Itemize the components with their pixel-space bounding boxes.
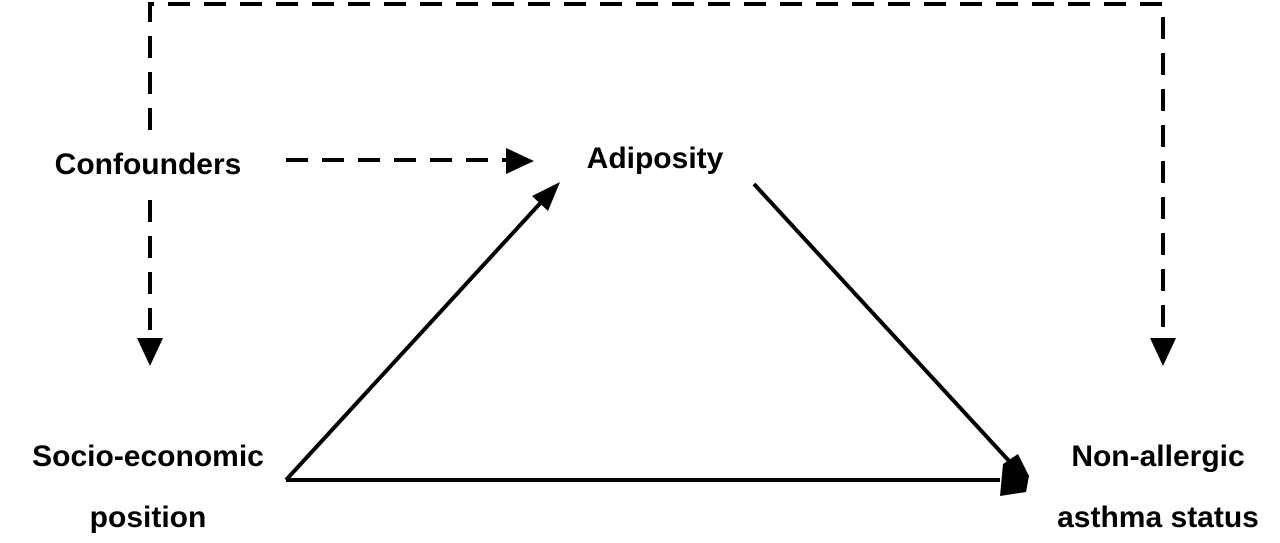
arrowhead-adiposity-solid: [532, 182, 560, 211]
node-asthma-line2: asthma status: [1057, 501, 1259, 534]
edge-adiposity-to-asthma: [752, 182, 1012, 464]
edge-ses-to-asthma: [286, 454, 1029, 496]
node-confounders: Confounders: [55, 148, 242, 181]
edge-confounders-to-asthma: [148, 2, 1176, 366]
node-adiposity: Adiposity: [587, 142, 724, 175]
edge-confounders-to-adiposity: [286, 148, 534, 174]
node-ses-line2: position: [90, 501, 207, 534]
arrowhead-ses-dashed: [137, 338, 163, 366]
node-asthma-line1: Non-allergic: [1071, 440, 1244, 473]
arrowhead-adiposity-dashed: [506, 148, 534, 174]
node-ses-line1: Socio-economic: [32, 440, 264, 473]
arrowhead-asthma-solid: [1000, 454, 1029, 496]
edge-confounders-to-ses: [137, 200, 163, 366]
edge-ses-to-adiposity: [284, 182, 560, 482]
arrowhead-asthma-dashed: [1150, 338, 1176, 366]
